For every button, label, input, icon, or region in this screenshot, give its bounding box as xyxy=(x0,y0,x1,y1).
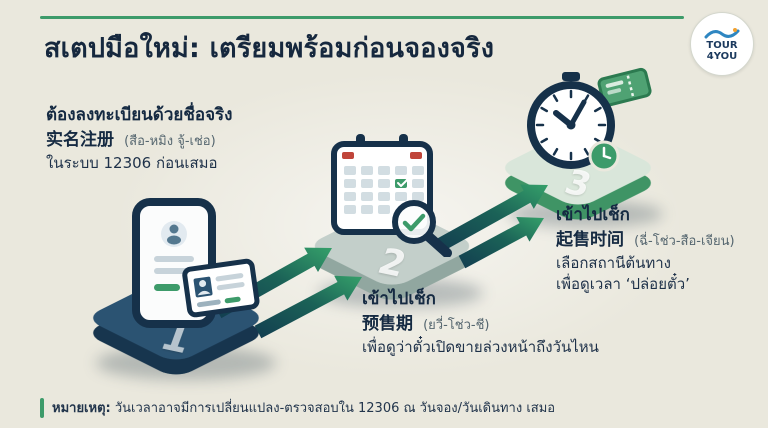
step3-text-block: เข้าไปเช็ก 起售时间 (ฉี่-โช่ว-สือ-เจียน) เลื… xyxy=(556,204,735,295)
footer-label: หมายเหตุ: xyxy=(52,401,111,416)
step2-heading: เข้าไปเช็ก xyxy=(362,289,436,309)
step2-detail: เพื่อดูว่าตั๋วเปิดขายล่วงหน้าถึงวันไหน xyxy=(362,337,599,356)
step3-chinese-row: 起售时间 (ฉี่-โช่ว-สือ-เจียน) xyxy=(556,229,735,253)
id-card-icon xyxy=(182,258,260,318)
clock-icon xyxy=(527,72,615,169)
step1-chinese-row: 实名注册 (สือ-หมิง จู้-เช่อ) xyxy=(46,129,232,153)
step1-text-block: ต้องลงทะเบียนด้วยชื่อจริง 实名注册 (สือ-หมิง… xyxy=(46,104,232,174)
step3-heading: เข้าไปเช็ก xyxy=(556,205,630,225)
step1-heading: ต้องลงทะเบียนด้วยชื่อจริง xyxy=(46,105,233,125)
clock-illustration xyxy=(527,67,652,172)
step3-phonetic: (ฉี่-โช่ว-สือ-เจียน) xyxy=(634,233,735,249)
calendar-illustration xyxy=(331,134,452,257)
page-title: สเตปมือใหม่: เตรียมพร้อมก่อนจองจริง xyxy=(44,33,495,64)
phone-illustration xyxy=(132,198,260,328)
mini-clock-badge-icon xyxy=(588,140,620,172)
footer-note: หมายเหตุ: วันเวลาอาจมีการเปลี่ยนแปลง-ตรว… xyxy=(40,397,555,418)
step3-chinese: 起售时间 xyxy=(556,229,624,250)
step1-phonetic: (สือ-หมิง จู้-เช่อ) xyxy=(124,133,216,149)
accent-line xyxy=(40,16,684,19)
brand-logo: TOUR 4YOU xyxy=(690,12,754,76)
step2-text-block: เข้าไปเช็ก 预售期 (ยวี่-โช่ว-ชี) เพื่อดูว่า… xyxy=(362,288,599,358)
footer-accent-bar xyxy=(40,397,44,418)
step3-detail-1: เลือกสถานีต้นทาง xyxy=(556,253,671,272)
step3-detail-2: เพื่อดูเวลา ‘ปล่อยตั๋ว’ xyxy=(556,274,690,293)
footer-note-text: วันเวลาอาจมีการเปลี่ยนแปลง-ตรวจสอบใน 123… xyxy=(114,401,556,416)
step2-phonetic: (ยวี่-โช่ว-ชี) xyxy=(423,317,490,333)
step2-chinese: 预售期 xyxy=(362,313,413,334)
step2-chinese-row: 预售期 (ยวี่-โช่ว-ชี) xyxy=(362,313,599,337)
step1-detail: ในระบบ 12306 ก่อนเสมอ xyxy=(46,153,218,172)
logo-line1: TOUR xyxy=(706,40,738,51)
logo-line2: 4YOU xyxy=(706,51,738,62)
logo-wave-icon xyxy=(704,28,740,39)
footer-text: หมายเหตุ: วันเวลาอาจมีการเปลี่ยนแปลง-ตรว… xyxy=(52,397,555,418)
magnifier-icon xyxy=(392,200,452,257)
logo-text: TOUR 4YOU xyxy=(706,40,737,62)
step1-chinese: 实名注册 xyxy=(46,129,114,150)
